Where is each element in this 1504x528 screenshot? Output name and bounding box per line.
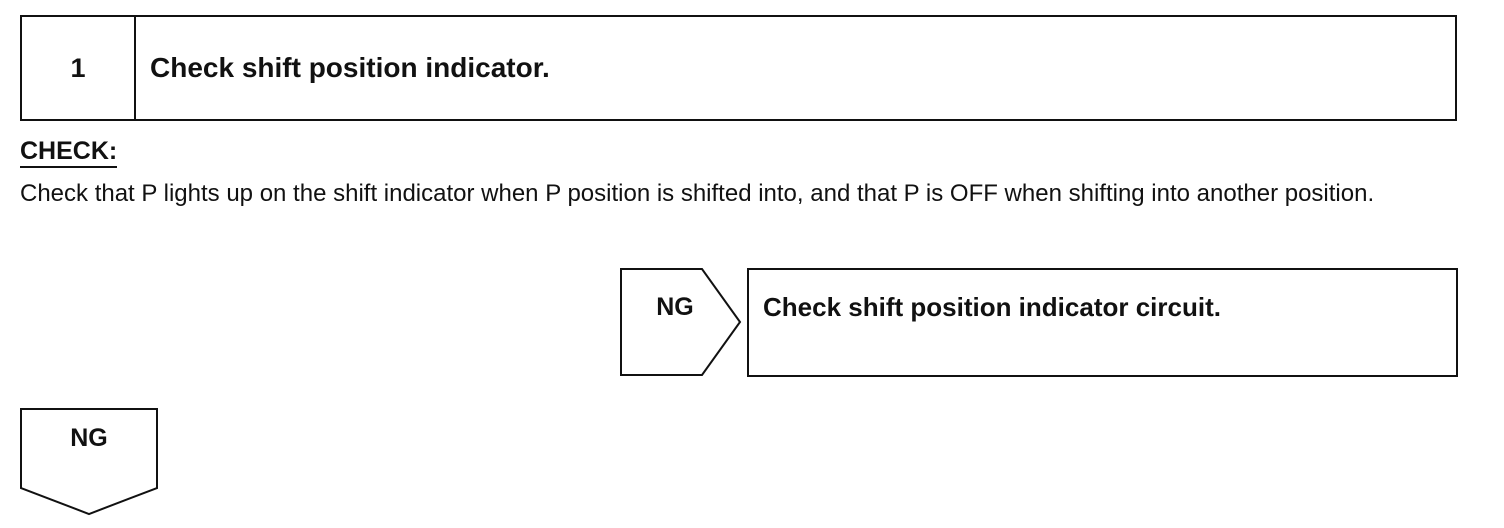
arrow-right-shape	[620, 268, 742, 376]
ng-result-text: Check shift position indicator circuit.	[763, 292, 1221, 322]
ng-result-box: Check shift position indicator circuit.	[747, 268, 1458, 377]
ng-right-label: NG	[656, 292, 694, 321]
arrow-down-shape	[20, 408, 158, 516]
ng-right-arrow: NG	[620, 268, 744, 377]
ng-down-label: NG	[70, 424, 108, 452]
step-number: 1	[22, 17, 136, 119]
step-header-box: 1 Check shift position indicator.	[20, 15, 1457, 121]
ng-down-arrow: NG	[20, 408, 160, 518]
step-title: Check shift position indicator.	[150, 52, 550, 83]
check-instructions: Check that P lights up on the shift indi…	[20, 180, 1375, 207]
check-heading: CHECK:	[20, 137, 118, 168]
